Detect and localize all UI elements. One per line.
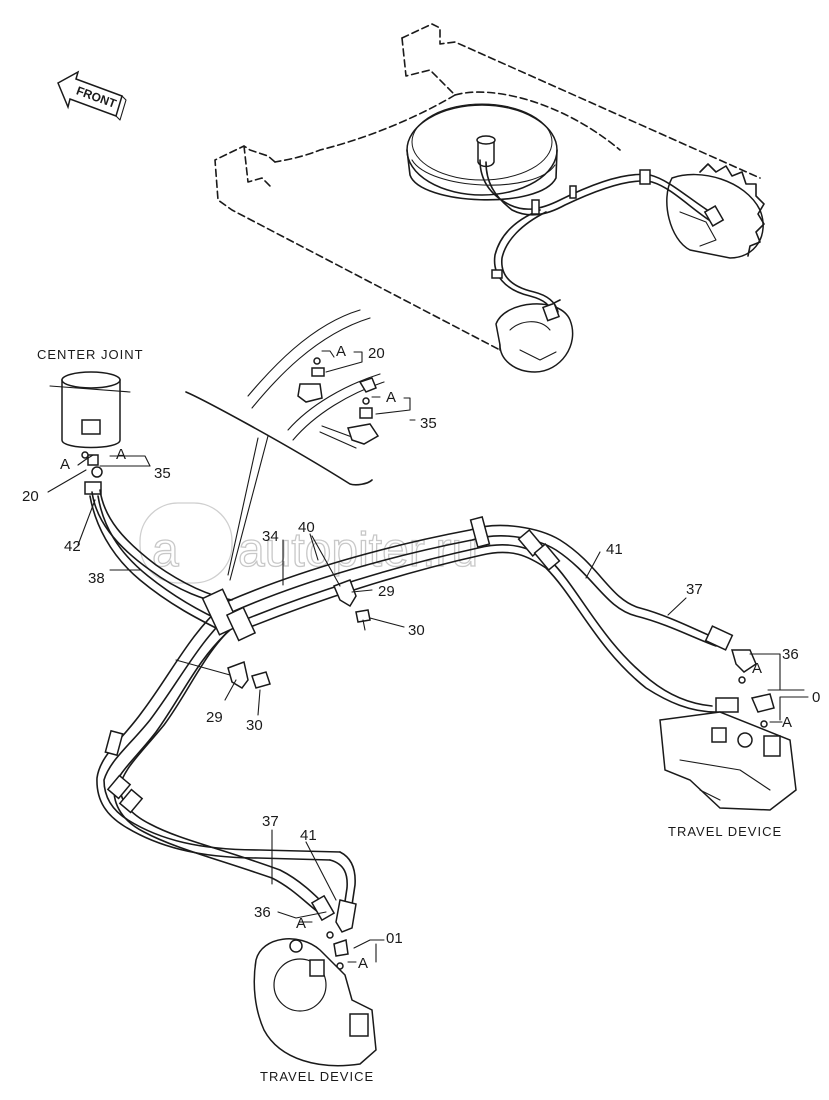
leader-lines [47, 350, 809, 963]
part-labels: A 20 A 35 A A 35 20 42 38 34 40 41 37 29… [22, 343, 820, 972]
label-34: 34 [262, 528, 279, 545]
detail-inset [185, 309, 385, 581]
clamp-right [469, 516, 561, 571]
label-42: 42 [64, 538, 81, 555]
label-20: 20 [368, 345, 385, 362]
label-a: A [60, 456, 70, 473]
center-joint: CENTER JOINT [37, 347, 144, 495]
label-30: 30 [246, 717, 263, 734]
swing-ring [406, 103, 558, 201]
label-29: 29 [206, 709, 223, 726]
label-30: 30 [408, 622, 425, 639]
watermark: a autopiter.ru [139, 502, 479, 584]
elbow-fitting-35 [347, 377, 380, 445]
label-0: 0 [812, 689, 820, 706]
label-35: 35 [154, 465, 171, 482]
clamp-left-bottom [104, 729, 144, 814]
label-a: A [386, 389, 396, 406]
watermark-text: autopiter.ru [238, 524, 478, 577]
label-41: 41 [606, 541, 623, 558]
label-a: A [782, 714, 792, 731]
label-29: 29 [378, 583, 395, 600]
label-a: A [116, 446, 126, 463]
main-hoses [89, 489, 721, 913]
svg-text:a: a [152, 524, 179, 577]
label-41: 41 [300, 827, 317, 844]
label-a: A [296, 915, 306, 932]
label-40: 40 [298, 519, 315, 536]
center-joint-caption: CENTER JOINT [37, 347, 144, 362]
elbow-fitting-20 [297, 357, 325, 403]
upper-travel-motor [495, 303, 574, 373]
label-01: 01 [386, 930, 403, 947]
travel-device-right: TRAVEL DEVICE [659, 711, 797, 839]
travel-device-bottom-caption: TRAVEL DEVICE [260, 1069, 374, 1084]
label-a: A [752, 660, 762, 677]
clamp-29-upper [333, 579, 371, 631]
label-a: A [336, 343, 346, 360]
label-35: 35 [420, 415, 437, 432]
label-20: 20 [22, 488, 39, 505]
travel-device-bottom: TRAVEL DEVICE [253, 938, 377, 1084]
clamp-center [201, 588, 257, 642]
front-arrow-icon: FRONT [57, 70, 127, 121]
label-a: A [358, 955, 368, 972]
travel-device-right-caption: TRAVEL DEVICE [668, 824, 782, 839]
label-37: 37 [686, 581, 703, 598]
clamp-29-lower [227, 660, 271, 689]
label-36: 36 [782, 646, 799, 663]
right-fittings [704, 625, 775, 728]
label-38: 38 [88, 570, 105, 587]
label-36: 36 [254, 904, 271, 921]
upper-hoses [479, 159, 725, 322]
label-37: 37 [262, 813, 279, 830]
